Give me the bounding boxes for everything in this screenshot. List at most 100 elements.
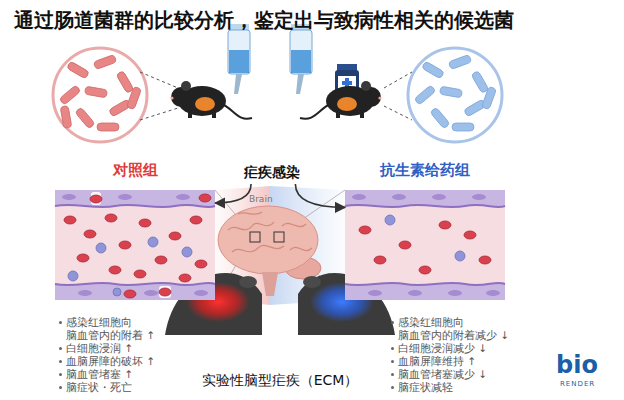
vessel-panel-control-part-part — [194, 290, 208, 296]
vessel-panel-antibiotic-part-part — [432, 194, 446, 200]
group-heading: 抗生素给药组 — [355, 161, 495, 179]
mouse-head-antibiotic-part — [303, 276, 321, 288]
vessel-panel-antibiotic-part — [345, 190, 505, 206]
group-heading: 对照组 — [75, 161, 195, 179]
petri-dish-antibiotic-part-part — [471, 70, 489, 93]
bullet-dot — [59, 360, 62, 363]
vessel-panel-antibiotic-part — [385, 215, 465, 261]
vessel-panel-antibiotic-part-part — [464, 231, 476, 239]
diagram-caption: 实验性脑型疟疾（ECM） — [165, 371, 395, 389]
vessel-panel-control-part-part — [195, 260, 207, 268]
vessel-panel-antibiotic-part-part — [385, 215, 395, 225]
vessel-panel-control-part-part — [62, 194, 76, 200]
antibiotic-bottle-part — [342, 81, 352, 85]
vessel-panel-control-part-part — [109, 266, 121, 274]
vessel-panel-control-part-part — [84, 230, 96, 238]
vessel-panel-control-part-part — [179, 274, 191, 282]
finding-text: 脑症状・死亡 — [66, 381, 186, 394]
mouse-control-part — [188, 112, 192, 118]
vessel-panel-control-part — [55, 284, 215, 300]
process-label: 疟疾感染 — [228, 162, 316, 184]
brain-part-part — [232, 245, 284, 252]
petri-dish-control-part-part — [97, 123, 119, 131]
petri-dish-control-part — [53, 48, 147, 142]
petri-dish-antibiotic-part-part — [421, 61, 444, 79]
group-panel: 抗生素给药组 — [345, 190, 505, 300]
finding-text: 脑症状减轻 — [398, 381, 523, 394]
vessel-panel-control-part-part — [90, 195, 102, 203]
vessel-panel-antibiotic-part — [345, 206, 505, 284]
bullet-dot — [59, 347, 62, 350]
finding-text: 血脑屏障维持 ↑ — [398, 355, 523, 368]
mouse-antibiotic-part — [337, 97, 357, 111]
finding-text: 脑血管堵塞减少 ↓ — [398, 368, 523, 381]
vessel-panel-control-part-part — [199, 194, 211, 202]
brain-part-part — [238, 212, 262, 214]
vessel-panel-control-part-part — [105, 214, 117, 222]
petri-dish-antibiotic-part-part — [448, 54, 471, 69]
petri-dish-antibiotic-part — [414, 54, 497, 131]
petri-dish-control-part-part — [93, 54, 116, 69]
petri-dish-antibiotic-part — [408, 48, 502, 142]
petri-dish-control-part-part — [60, 105, 72, 128]
vessel-panel-control-part-part — [96, 243, 106, 253]
medicated-water-bottle-part — [296, 74, 304, 94]
vessel-panel-antibiotic-part — [345, 283, 505, 285]
vessel-panel-control-part — [55, 190, 215, 206]
part-name: Brain — [249, 193, 289, 206]
petri-dish-control — [53, 48, 147, 142]
vessel-panel-control-part-part — [64, 216, 76, 224]
vessel-panel-control-part-part — [155, 256, 167, 264]
bullet-dot — [391, 386, 394, 389]
brain-part — [228, 212, 312, 252]
mouse-control-part — [181, 81, 191, 91]
vessel-panel-control-part-part — [68, 271, 78, 281]
bullet-dot — [59, 373, 62, 376]
brain-part — [250, 232, 260, 242]
vessel-panel-antibiotic-part-part — [439, 221, 451, 229]
finding-text: 血脑屏障的破坏 ↑ — [66, 355, 186, 368]
vessel-panel-control-part-part — [134, 270, 146, 278]
vessel-panel-antibiotic-part-part — [479, 256, 491, 264]
vessel-panel-control-part — [55, 205, 215, 207]
vessel-panel-antibiotic-part-part — [392, 194, 406, 200]
mouse-head-control-part — [239, 276, 257, 288]
vessel-panel-control-part-part — [77, 254, 89, 262]
antibiotic-bottle-part — [337, 64, 357, 71]
bullet-dot — [391, 347, 394, 350]
petri-dish-control-part-part — [126, 86, 141, 109]
mouse-antibiotic-part — [300, 104, 330, 119]
brain-part-part — [282, 223, 306, 226]
vessel-panel-antibiotic-part-part — [455, 251, 465, 261]
vessel-panel-control-part-part — [144, 290, 158, 296]
petri-dish-antibiotic-part-part — [452, 123, 474, 131]
bullet-dot — [391, 373, 394, 376]
zoom-dash-part — [384, 106, 412, 120]
mouse-control — [170, 81, 252, 119]
petri-dish-control-part-part — [59, 85, 81, 105]
finding-text: 白细胞浸润 ↑ — [66, 342, 186, 355]
vessel-panel-antibiotic-part — [345, 284, 505, 300]
medicated-water-bottle-part — [291, 50, 311, 73]
vessel-panel-control-part-part — [159, 288, 171, 296]
vessel-panel-control-part-part — [169, 232, 181, 240]
vessel-panel-control-part-part — [190, 216, 202, 224]
vessel-panel-control-part-part — [176, 194, 190, 200]
vessel-panel-antibiotic — [345, 190, 505, 300]
petri-dish-control-part-part — [75, 107, 95, 129]
petri-dish-antibiotic-part-part — [430, 107, 450, 129]
vessel-panel-control — [55, 190, 215, 300]
vessel-panel-control-part-part — [139, 219, 151, 227]
vessel-panel-antibiotic-part — [359, 221, 491, 274]
brain-part — [218, 206, 318, 274]
vessel-panel-antibiotic-part-part — [399, 241, 411, 249]
vessel-panel-antibiotic-part-part — [472, 194, 486, 200]
vessel-panel-control-part — [68, 237, 192, 296]
brain-part-part — [228, 222, 274, 230]
petri-dish-control-part-part — [84, 86, 107, 98]
vessel-panel-control-part — [64, 194, 211, 298]
vessel-panel-control-part-part — [91, 192, 101, 205]
bullet-dot — [59, 321, 62, 324]
petri-dish-antibiotic-part-part — [481, 86, 496, 109]
